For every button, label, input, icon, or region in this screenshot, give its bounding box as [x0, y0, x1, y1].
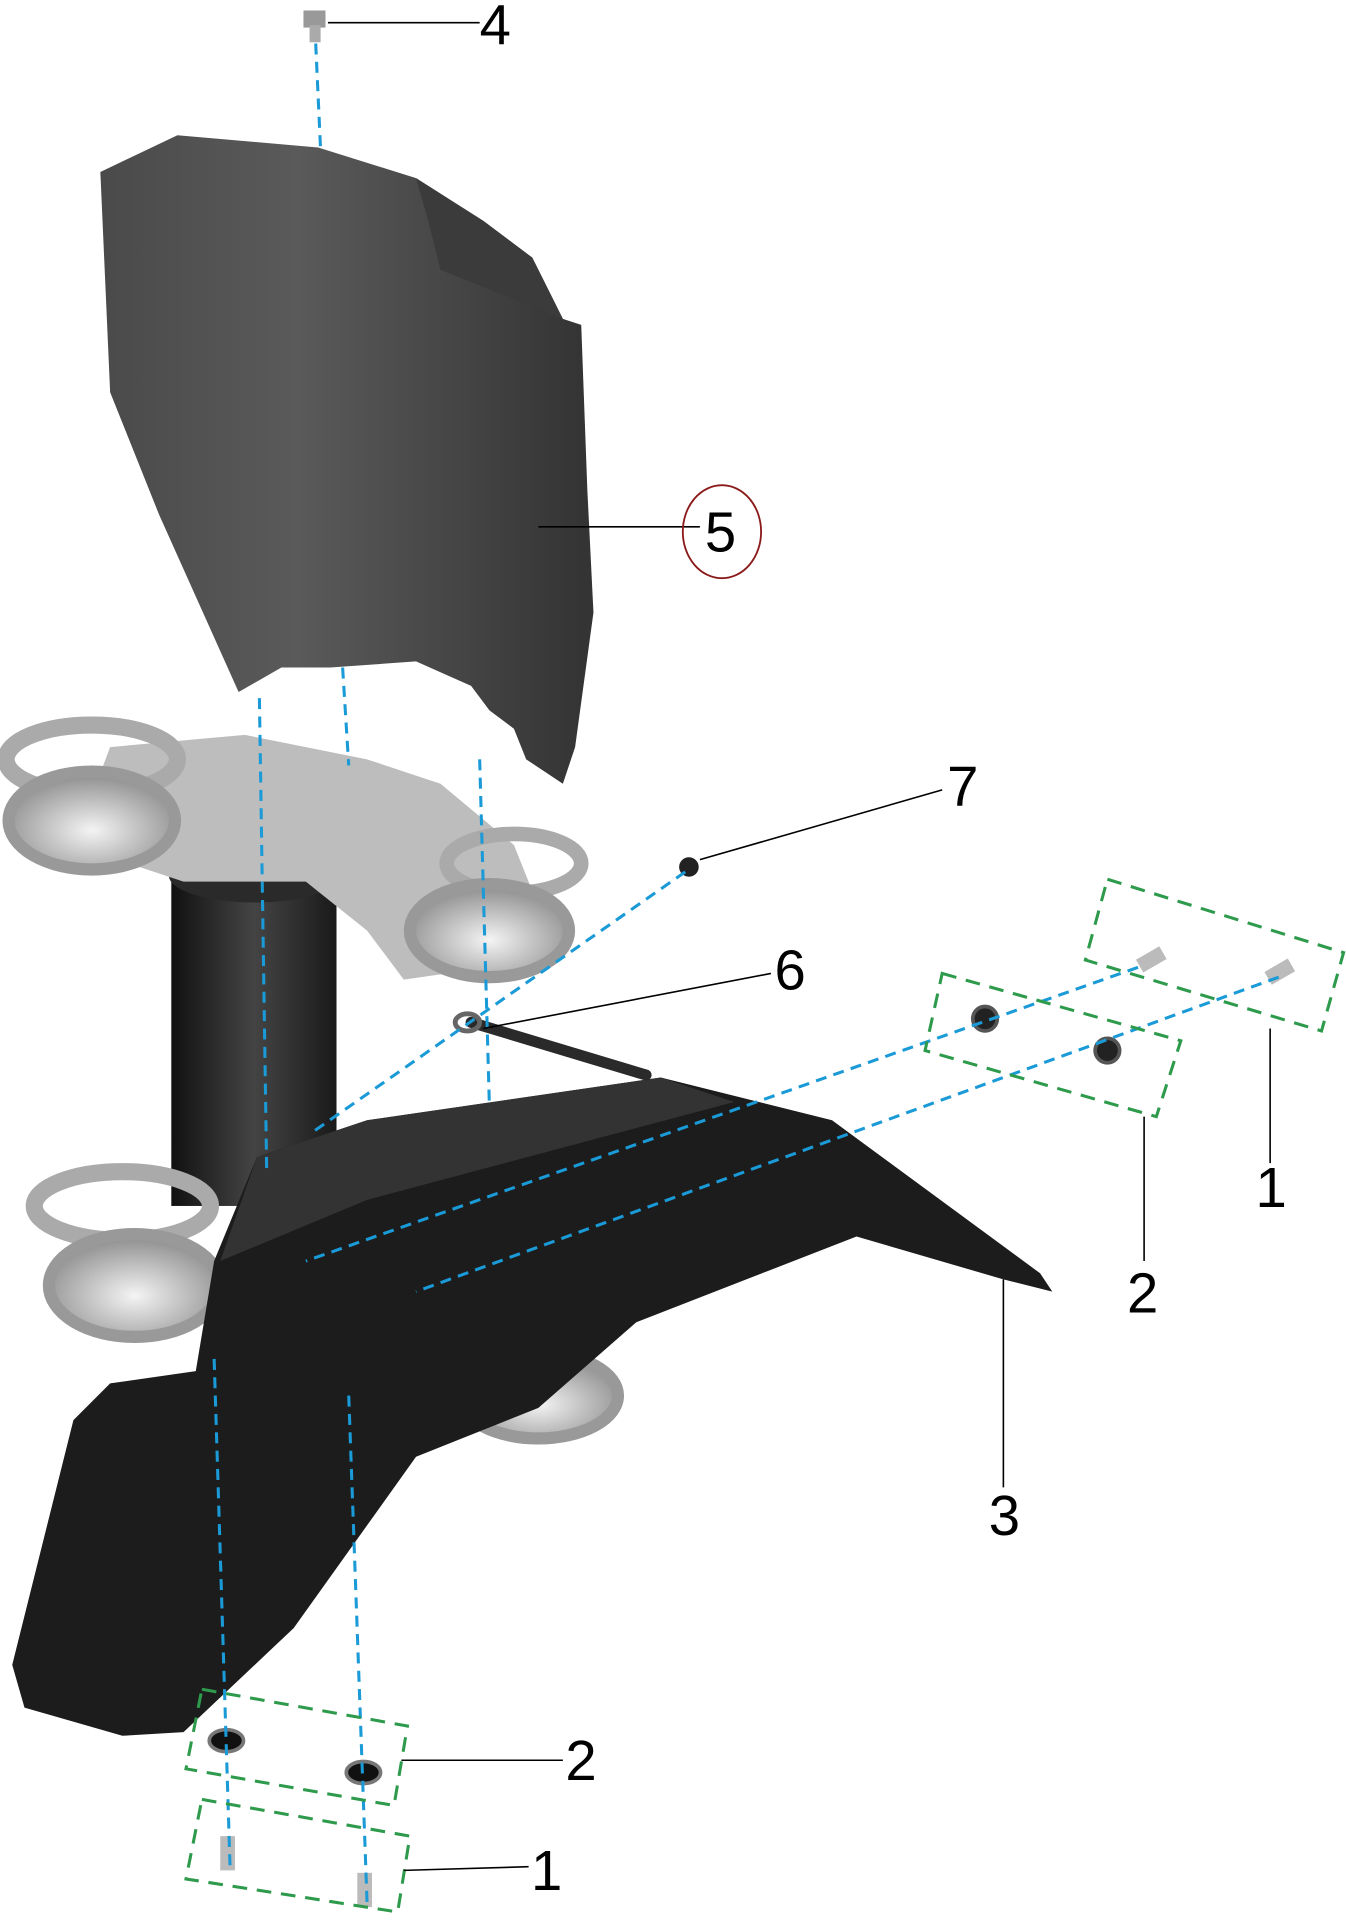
callout-5: 5	[705, 500, 736, 563]
callout-1-right: 1	[1255, 1156, 1286, 1219]
bolt-1-icon	[1135, 946, 1167, 973]
highlight-circle	[681, 484, 763, 580]
upper-triple-clamp	[0, 716, 589, 984]
bolt-4-icon	[303, 10, 326, 28]
leader-lines	[327, 21, 1271, 1872]
fender-upper-face	[220, 1077, 735, 1262]
callout-4: 4	[480, 0, 511, 57]
callout-2-bottom: 2	[565, 1729, 596, 1792]
callout-1-bottom: 1	[531, 1839, 562, 1902]
callout-3: 3	[989, 1484, 1020, 1547]
bracket-part-6	[452, 1011, 652, 1081]
callout-6: 6	[775, 938, 806, 1001]
front-fender	[12, 1077, 1053, 1736]
bolt-1-icon	[220, 1836, 235, 1871]
mask-facet	[416, 178, 563, 319]
headlight-mask	[100, 135, 594, 784]
washer-icon	[1093, 1036, 1122, 1065]
callout-7: 7	[947, 755, 978, 818]
callout-2-right: 2	[1127, 1261, 1158, 1324]
group-boxes	[184, 877, 1346, 1914]
assembly-lines	[212, 43, 1280, 1904]
